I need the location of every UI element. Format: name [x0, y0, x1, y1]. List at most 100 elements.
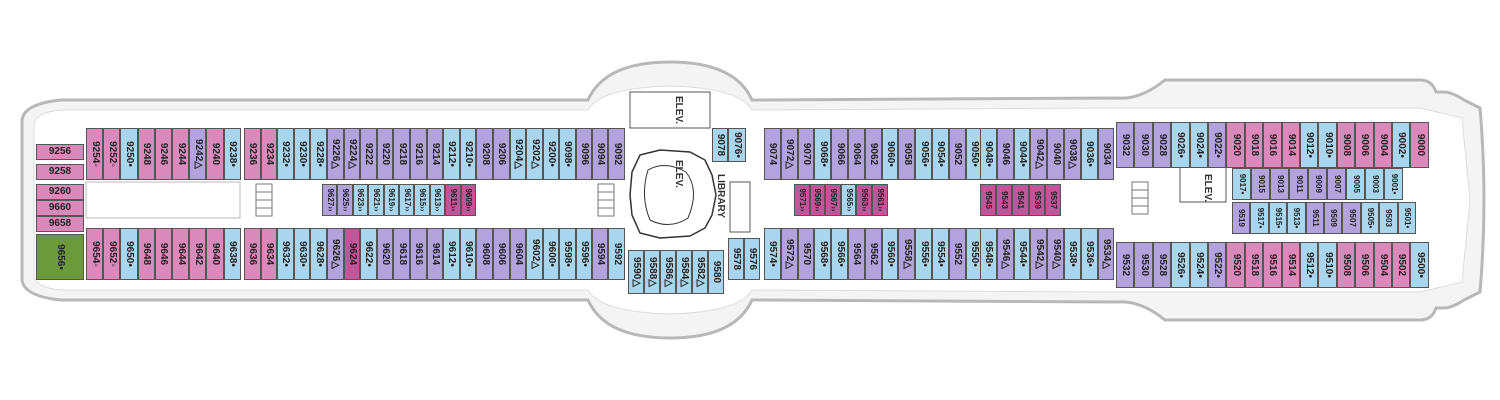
- cabin[interactable]: 9610•: [459, 228, 477, 280]
- cabin[interactable]: 9260: [36, 184, 84, 200]
- cabin[interactable]: 9076•: [728, 128, 746, 162]
- cabin[interactable]: 9244: [172, 128, 190, 180]
- cabin[interactable]: 9014: [1281, 122, 1300, 168]
- cabin[interactable]: 9530: [1134, 242, 1153, 288]
- cabin[interactable]: 9210•: [459, 128, 477, 180]
- cabin[interactable]: 9003: [1365, 168, 1384, 200]
- cabin[interactable]: 9638•: [223, 228, 241, 280]
- cabin[interactable]: 9640: [206, 228, 224, 280]
- cabin[interactable]: 9520: [1226, 242, 1245, 288]
- cabin[interactable]: 9660: [36, 200, 84, 216]
- cabin[interactable]: 9537: [1044, 184, 1061, 216]
- cabin[interactable]: 9005: [1346, 168, 1365, 200]
- cabin[interactable]: 9072△: [780, 128, 798, 180]
- cabin[interactable]: 9623››: [352, 184, 369, 216]
- cabin[interactable]: 9543: [996, 184, 1013, 216]
- cabin[interactable]: 9608: [476, 228, 493, 280]
- cabin[interactable]: 9562: [864, 228, 882, 280]
- cabin[interactable]: 9036•: [1080, 128, 1098, 180]
- cabin[interactable]: 9224△: [343, 128, 361, 180]
- cabin[interactable]: 9522•: [1208, 242, 1227, 288]
- cabin[interactable]: 9534△: [1097, 228, 1115, 280]
- cabin[interactable]: 9054•: [932, 128, 949, 180]
- cabin[interactable]: 9046: [996, 128, 1014, 180]
- cabin[interactable]: 9600•: [542, 228, 560, 280]
- cabin[interactable]: 9058: [898, 128, 916, 180]
- cabin[interactable]: 9220: [376, 128, 394, 180]
- cabin[interactable]: 9242△: [189, 128, 207, 180]
- cabin[interactable]: 9536•: [1080, 228, 1098, 280]
- cabin[interactable]: 9007: [1327, 168, 1346, 200]
- cabin[interactable]: 9563››: [856, 184, 872, 216]
- cabin[interactable]: 9052: [948, 128, 966, 180]
- cabin[interactable]: 9566•: [831, 228, 848, 280]
- cabin[interactable]: 9038△: [1064, 128, 1081, 180]
- cabin[interactable]: 9568•: [814, 228, 832, 280]
- cabin[interactable]: 9556•: [915, 228, 932, 280]
- cabin[interactable]: 9034: [1097, 128, 1115, 180]
- cabin[interactable]: 9246: [154, 128, 172, 180]
- cabin[interactable]: 9542△: [1030, 228, 1048, 280]
- cabin[interactable]: 9204△: [510, 128, 527, 180]
- cabin[interactable]: 9574•: [764, 228, 781, 280]
- cabin[interactable]: 9594: [592, 228, 609, 280]
- cabin[interactable]: 9582△: [692, 250, 708, 294]
- cabin[interactable]: 9222: [360, 128, 377, 180]
- cabin[interactable]: 9517•: [1250, 202, 1269, 234]
- cabin[interactable]: 9620: [376, 228, 394, 280]
- cabin[interactable]: 9226△: [327, 128, 344, 180]
- cabin[interactable]: 9519: [1232, 202, 1251, 234]
- cabin[interactable]: 9202△: [526, 128, 543, 180]
- cabin[interactable]: 9558△: [898, 228, 916, 280]
- cabin[interactable]: 9615››: [414, 184, 430, 216]
- cabin[interactable]: 9632•: [277, 228, 294, 280]
- cabin[interactable]: 9580: [708, 250, 724, 294]
- cabin[interactable]: 9232•: [277, 128, 294, 180]
- cabin[interactable]: 9604: [510, 228, 527, 280]
- cabin[interactable]: 9541: [1012, 184, 1029, 216]
- cabin[interactable]: 9565››: [840, 184, 857, 216]
- cabin[interactable]: 9018: [1244, 122, 1264, 168]
- cabin[interactable]: 9240: [206, 128, 224, 180]
- cabin[interactable]: 9656•: [36, 234, 84, 280]
- cabin[interactable]: 9611››: [445, 184, 461, 216]
- cabin[interactable]: 9042△: [1030, 128, 1048, 180]
- cabin[interactable]: 9218: [393, 128, 410, 180]
- cabin[interactable]: 9602△: [526, 228, 543, 280]
- cabin[interactable]: 9598•: [559, 228, 576, 280]
- cabin[interactable]: 9064: [848, 128, 865, 180]
- cabin[interactable]: 9622•: [360, 228, 377, 280]
- cabin[interactable]: 9609››: [460, 184, 476, 216]
- cabin[interactable]: 9009: [1308, 168, 1327, 200]
- cabin[interactable]: 9508: [1336, 242, 1356, 288]
- cabin[interactable]: 9001•: [1384, 168, 1403, 200]
- cabin[interactable]: 9032: [1116, 122, 1135, 168]
- cabin[interactable]: 9618: [393, 228, 410, 280]
- cabin[interactable]: 9624: [343, 228, 361, 280]
- cabin[interactable]: 9238•: [223, 128, 241, 180]
- cabin[interactable]: 9078: [712, 128, 728, 162]
- cabin[interactable]: 9074: [764, 128, 781, 180]
- cabin[interactable]: 9516: [1263, 242, 1282, 288]
- cabin[interactable]: 9200•: [542, 128, 560, 180]
- cabin[interactable]: 9256: [36, 144, 84, 160]
- cabin[interactable]: 9022•: [1208, 122, 1227, 168]
- cabin[interactable]: 9258: [36, 164, 84, 180]
- cabin[interactable]: 9501•: [1397, 202, 1416, 234]
- cabin[interactable]: 9625››: [337, 184, 353, 216]
- cabin[interactable]: 9504: [1373, 242, 1392, 288]
- cabin[interactable]: 9642: [189, 228, 207, 280]
- cabin[interactable]: 9612•: [443, 228, 460, 280]
- cabin[interactable]: 9006: [1355, 122, 1374, 168]
- cabin[interactable]: 9621››: [368, 184, 384, 216]
- cabin[interactable]: 9507: [1342, 202, 1361, 234]
- cabin[interactable]: 9564: [848, 228, 865, 280]
- cabin[interactable]: 9096: [575, 128, 592, 180]
- cabin[interactable]: 9526•: [1171, 242, 1190, 288]
- cabin[interactable]: 9524•: [1189, 242, 1208, 288]
- cabin[interactable]: 9013: [1270, 168, 1289, 200]
- cabin[interactable]: 9028: [1152, 122, 1172, 168]
- cabin[interactable]: 9502: [1392, 242, 1411, 288]
- cabin[interactable]: 9024•: [1189, 122, 1208, 168]
- cabin[interactable]: 9509: [1324, 202, 1343, 234]
